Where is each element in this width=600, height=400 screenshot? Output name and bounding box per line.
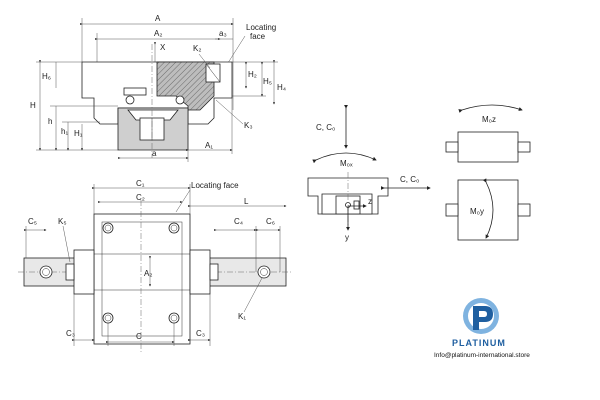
dim-label-A1: A₁	[205, 141, 213, 150]
dim-label-a: a	[152, 149, 157, 158]
label-K5: K₅	[58, 217, 67, 226]
dim-label-H6: H₆	[42, 72, 51, 81]
axis-label-X: X	[160, 43, 166, 52]
dim-label-C5: C₅	[28, 217, 37, 226]
label-K1: K₁	[238, 312, 246, 321]
load-diagram: C, C₀ M₀ₓ y z C, C₀	[307, 104, 431, 242]
dim-label-h1: h₁	[61, 127, 68, 136]
plan-locating-face-label: Locating face	[191, 181, 239, 190]
label-Mox: M₀ₓ	[340, 159, 353, 168]
locating-face-label-2: face	[250, 32, 266, 41]
moment-diagrams: M₀z M₀y	[445, 104, 531, 241]
dim-label-H1: H₁	[74, 129, 83, 138]
label-Moy: M₀y	[470, 207, 484, 216]
dim-label-C3-left: C₃	[66, 329, 75, 338]
dim-label-C6: C₆	[266, 217, 275, 226]
label-y: y	[345, 233, 349, 242]
brand-email-link[interactable]: Info@platinum-international.store	[434, 352, 530, 359]
label-z: z	[368, 197, 372, 206]
platinum-p-logo-icon	[463, 298, 499, 334]
dim-label-A: A	[155, 14, 161, 23]
dim-label-H4: H₄	[277, 83, 286, 92]
locating-face-label: Locating	[246, 23, 276, 32]
section-view: A A₂ a₃ X Locating face K₂ K₃	[30, 14, 286, 162]
plan-view: C₁ C₂ Locating face L C₅ K₅ C₄ C₆ A₂ K₁ …	[18, 179, 292, 352]
plan-dim-label-A2: A₂	[144, 269, 152, 278]
dim-label-H: H	[30, 101, 36, 110]
label-K3: K₃	[244, 121, 253, 130]
dim-label-L: L	[244, 197, 249, 206]
dim-label-C3-right: C₃	[196, 329, 205, 338]
dim-label-h: h	[48, 117, 52, 126]
dim-label-A2: A₂	[154, 29, 162, 38]
dim-label-C2: C₂	[136, 193, 145, 202]
dim-label-C4: C₄	[234, 217, 243, 226]
label-load-right: C, C₀	[400, 175, 419, 184]
dim-label-C: C	[136, 332, 142, 341]
brand-name: PLATINUM	[452, 338, 506, 348]
dim-label-a3: a₃	[219, 29, 227, 38]
label-load-top: C, C₀	[316, 123, 335, 132]
label-K2: K₂	[193, 44, 201, 53]
dim-label-H5: H₅	[263, 77, 272, 86]
label-Moz: M₀z	[482, 115, 496, 124]
dim-label-C1: C₁	[136, 179, 145, 188]
dim-label-H2: H₂	[248, 70, 257, 79]
